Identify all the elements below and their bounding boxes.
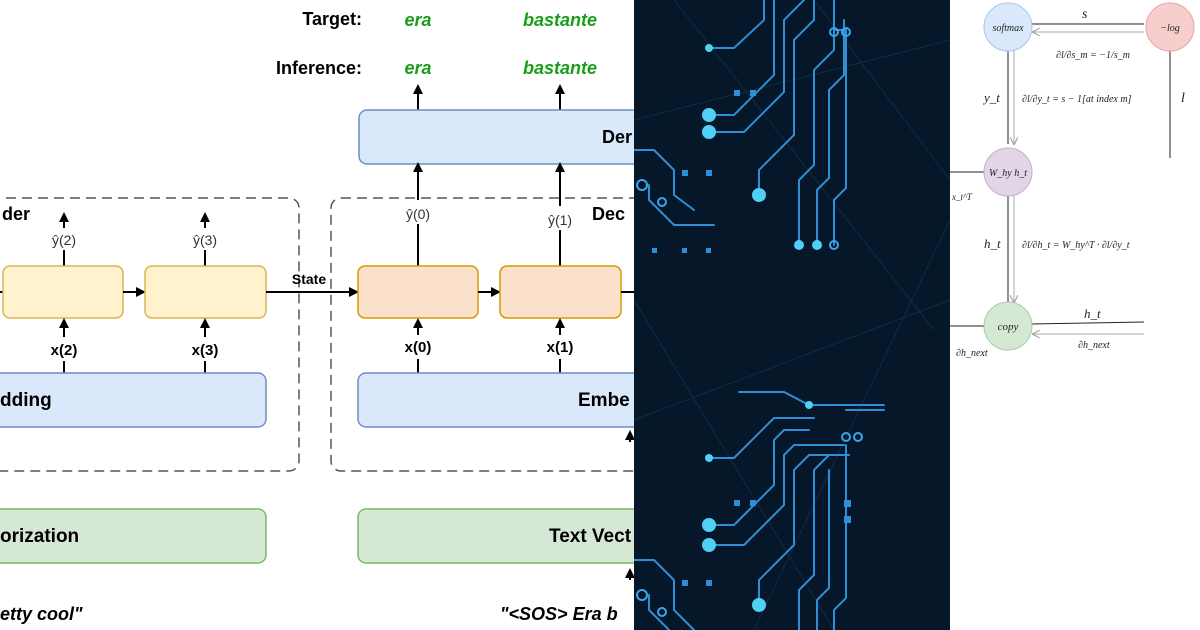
upper-circuit-nodes (702, 44, 822, 250)
grad-hnext-right: ∂h_next (1078, 340, 1110, 351)
decoder-input-sentence: "<SOS> Era b (500, 604, 618, 624)
target-label: Target: (302, 9, 362, 29)
softmax-node (983, 2, 1033, 52)
grad-softmax: ∂l/∂s_m = −1/s_m (1056, 50, 1130, 61)
encoder-label: der (2, 204, 30, 224)
edge-label-s: s (1082, 7, 1088, 22)
loss-label-l: l (1181, 91, 1185, 106)
encoder-input-sentence: etty cool" (0, 604, 83, 624)
decoder-embedding-label: Embe (578, 390, 630, 411)
enc-output-3: ŷ(3) (193, 232, 217, 248)
grad-yt: ∂l/∂y_t = s − 1[at index m] (1022, 94, 1132, 105)
dec-input-0: x(0) (405, 339, 432, 356)
copy-node-label: copy (998, 321, 1019, 333)
decoder-rnn-cell-0 (357, 265, 479, 319)
encoder-embedding-label: dding (0, 390, 52, 411)
edge-fragment-xt: x_t^T (951, 192, 973, 202)
decoder-vectorization-block (357, 508, 634, 564)
enc-output-2: ŷ(2) (52, 232, 76, 248)
grad-ht: ∂l/∂h_t = W_hy^T · ∂l/∂y_t (1022, 240, 1130, 251)
decoder-rnn-cell-1 (499, 265, 622, 319)
seq2seq-svg: Target: era bastante Inference: era bast… (0, 9, 634, 624)
target-word-bastante: bastante (523, 10, 597, 30)
decoder-embedding-block (357, 372, 634, 428)
inference-word-bastante: bastante (523, 58, 597, 78)
softmax-node-label: softmax (992, 23, 1024, 34)
dense-block (358, 109, 634, 165)
copy-node (983, 301, 1033, 351)
target-word-era: era (404, 10, 431, 30)
dec-output-0: ŷ(0) (406, 206, 430, 222)
decoder-vectorization-label: Text Vect (549, 526, 632, 547)
why-node-label: W_hy h_t (989, 168, 1027, 179)
edge-label-ht-right: h_t (1084, 306, 1101, 321)
encoder-container (0, 197, 300, 472)
edge-label-ht: h_t (984, 236, 1001, 251)
edge-label-yt: y_t (982, 90, 1000, 105)
neglog-node (1145, 2, 1195, 52)
why-node (983, 147, 1033, 197)
circuit-board-image (634, 0, 950, 630)
encoder-embedding-block (0, 372, 267, 428)
encoder-vectorization-block (0, 508, 267, 564)
backprop-graph: s ∂l/∂s_m = −1/s_m l y_t ∂l/∂y_t = s − 1… (950, 0, 1200, 630)
dense-label: Der (602, 127, 632, 147)
neglog-node-label: −log (1160, 23, 1180, 34)
backprop-svg: s ∂l/∂s_m = −1/s_m l y_t ∂l/∂y_t = s − 1… (950, 2, 1195, 359)
enc-input-2: x(2) (51, 342, 78, 359)
encoder-rnn-cell-2 (2, 265, 124, 319)
circuit-svg (634, 0, 950, 630)
inference-word-era: era (404, 58, 431, 78)
dec-output-1: ŷ(1) (548, 212, 572, 228)
inference-label: Inference: (276, 58, 362, 78)
decoder-label: Dec (592, 204, 625, 224)
decoder-container (330, 197, 634, 472)
state-label: State (292, 271, 326, 287)
enc-input-3: x(3) (192, 342, 219, 359)
seq2seq-diagram: Target: era bastante Inference: era bast… (0, 9, 634, 624)
lower-circuit-nodes (702, 401, 813, 612)
encoder-vectorization-label: orization (0, 526, 79, 547)
dec-input-1: x(1) (547, 339, 574, 356)
grad-hnext-left: ∂h_next (956, 348, 988, 359)
upper-circuit-traces (634, 0, 847, 246)
encoder-rnn-cell-3 (144, 265, 267, 319)
